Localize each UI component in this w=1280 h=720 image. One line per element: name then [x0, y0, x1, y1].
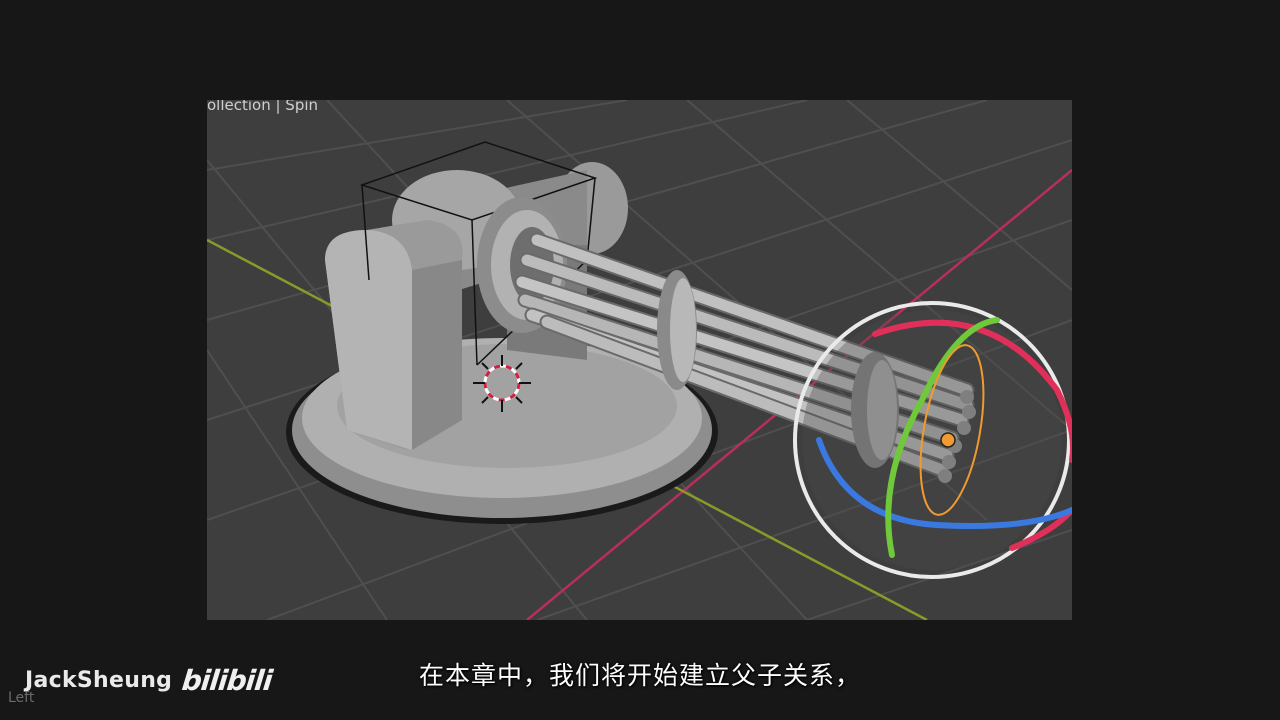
gizmo-x-ring[interactable] [872, 319, 1072, 463]
viewport-scene [207, 100, 1072, 620]
video-subtitle: 在本章中，我们将开始建立父子关系， [418, 661, 861, 690]
gizmo-trackball-ring[interactable] [909, 340, 994, 519]
barrel-clamp-front[interactable] [851, 352, 899, 468]
barrel-tips [938, 390, 976, 483]
gizmo-z-ring[interactable] [816, 437, 1072, 529]
gizmo-pivot-dot[interactable] [940, 432, 956, 448]
3d-cursor-icon[interactable] [473, 355, 531, 412]
author-name: JackSheung [25, 668, 173, 693]
corner-status-label: Left [8, 690, 35, 706]
viewport-collection-label: ollection | Spin [207, 100, 319, 114]
gizmo-y-ring[interactable] [885, 317, 1000, 558]
gizmo-view-ring[interactable] [793, 301, 1071, 579]
bilibili-logo-icon: bilibili [180, 664, 274, 697]
turret-arm[interactable] [325, 220, 463, 450]
barrel-clamp-middle[interactable] [657, 270, 697, 390]
rotate-gizmo[interactable] [793, 301, 1072, 579]
3d-viewport[interactable]: ollection | Spin [207, 100, 1072, 620]
channel-watermark: JackSheung bilibili [25, 664, 274, 697]
